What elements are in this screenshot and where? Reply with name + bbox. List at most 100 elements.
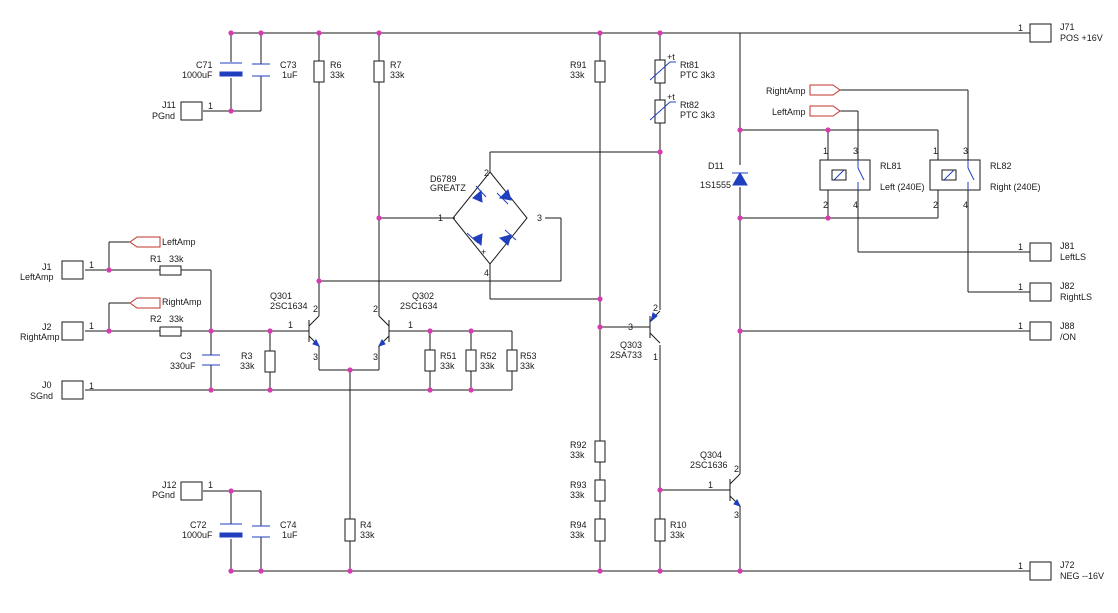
component-label: 2SC1636	[690, 460, 728, 470]
relay-rl82: RL82 Right (240E) 1 3 2 4	[929, 146, 1041, 210]
component-label: 33k	[670, 530, 685, 540]
component-label: 2	[313, 304, 318, 314]
transistor-q303: Q303 2SA733 3 2 1	[610, 303, 661, 362]
component-label: R7	[390, 60, 402, 70]
component-label: C72	[190, 520, 207, 530]
component-label: RL81	[880, 161, 902, 171]
component-label: 33k	[570, 530, 585, 540]
diode-d11: D11 1S1555	[700, 161, 748, 190]
connector-ref: J71	[1060, 22, 1075, 32]
component-label: 2	[933, 200, 938, 210]
connector-j12: 1 J12 PGnd	[152, 480, 213, 501]
component-label: D11	[708, 161, 724, 171]
connector-j71: 1 J71 POS +16V	[1018, 22, 1103, 43]
component-label: 3	[628, 322, 633, 332]
connector-name: PGnd	[152, 490, 175, 500]
resistor-r91: R91 33k	[570, 60, 606, 83]
component-label: +	[481, 247, 486, 257]
component-label: 1	[653, 352, 658, 362]
capacitor-c73: C73 1uF	[252, 60, 298, 80]
component-label: 1000uF	[182, 530, 213, 540]
connector-name: LeftLS	[1060, 252, 1086, 262]
flag-rightamp-relay: RightAmp	[766, 84, 841, 96]
component-label: 33k	[480, 361, 495, 371]
pin-label: 1	[89, 381, 94, 391]
component-label: +t	[667, 92, 675, 102]
component-label: D6789	[430, 174, 457, 184]
resistor-r2: R2 33k	[150, 314, 184, 337]
resistor-r10: R10 33k	[654, 518, 687, 542]
pin-label: 1	[1018, 242, 1023, 252]
component-label: Q302	[412, 291, 434, 301]
component-label: R3	[241, 351, 253, 361]
capacitor-c71: C71 1000uF	[182, 60, 243, 80]
component-label: 2	[734, 464, 739, 474]
pin-label: 1	[1018, 321, 1023, 331]
pin-label: 1	[89, 321, 94, 331]
pin-label: 1	[89, 260, 94, 270]
connector-ref: J81	[1060, 241, 1075, 251]
connector-name: /ON	[1060, 332, 1076, 342]
component-label: 1	[438, 213, 443, 223]
component-label: 3	[853, 146, 858, 156]
component-label: 1000uF	[182, 70, 213, 80]
component-label: 33k	[570, 70, 585, 80]
component-label: RightAmp	[162, 297, 202, 307]
resistor-r53: R53 33k	[506, 349, 537, 372]
connector-ref: J11	[162, 100, 176, 110]
component-label: R4	[360, 520, 372, 530]
component-label: R91	[570, 60, 587, 70]
connector-ref: J88	[1060, 321, 1075, 331]
component-label: LeftAmp	[162, 237, 196, 247]
component-label: 33k	[440, 361, 455, 371]
component-label: C71	[196, 60, 213, 70]
component-label: R2	[150, 314, 162, 324]
component-label: 330uF	[170, 361, 196, 371]
flag-rightamp-input: RightAmp	[129, 297, 202, 309]
component-label: Rt82	[680, 100, 699, 110]
pin-label: 1	[208, 480, 213, 490]
component-label: +t	[667, 52, 675, 62]
relay-rl81: RL81 Left (240E) 1 3 2 4	[819, 146, 925, 210]
connector-name: SGnd	[30, 391, 53, 401]
component-label: R93	[570, 480, 587, 490]
component-label: 2SA733	[610, 350, 642, 360]
component-label: R6	[330, 60, 342, 70]
component-label: 2SC1634	[270, 301, 308, 311]
resistor-r3: R3 33k	[240, 350, 276, 373]
component-label: 33k	[360, 530, 375, 540]
component-label: PTC 3k3	[680, 70, 715, 80]
component-label: 33k	[169, 254, 184, 264]
component-label: 33k	[570, 450, 585, 460]
component-label: LeftAmp	[772, 107, 806, 117]
component-label: C3	[180, 351, 192, 361]
component-label: 2	[823, 200, 828, 210]
thermistor-rt82: +t Rt82 PTC 3k3	[649, 92, 715, 124]
pin-label: 1	[1018, 561, 1023, 571]
component-label: Q301	[270, 291, 292, 301]
transistor-q301: Q301 2SC1634 1 2 3	[270, 291, 320, 362]
connector-ref: J0	[42, 380, 52, 390]
resistor-r94: R94 33k	[570, 518, 606, 542]
component-label: Q303	[620, 340, 642, 350]
component-label: 1S1555	[700, 180, 731, 190]
connector-j72: 1 J72 NEG --16V	[1018, 560, 1104, 581]
component-label: 4	[853, 200, 858, 210]
capacitor-c3: C3 330uF	[170, 351, 220, 371]
component-label: 1	[823, 146, 828, 156]
component-label: Rt81	[680, 60, 699, 70]
resistor-r1: R1 33k	[150, 254, 184, 276]
component-label: RL82	[990, 161, 1012, 171]
component-label: Q304	[700, 450, 722, 460]
thermistor-rt81: +t Rt81 PTC 3k3	[649, 52, 715, 84]
connector-ref: J2	[42, 322, 52, 332]
component-label: 2SC1634	[400, 301, 438, 311]
component-label: 33k	[169, 314, 184, 324]
connector-j0: 1 J0 SGnd	[30, 380, 94, 401]
capacitor-c74: C74 1uF	[252, 520, 298, 540]
component-label: RightAmp	[766, 86, 806, 96]
connector-name: NEG --16V	[1060, 571, 1104, 581]
component-label: Left (240E)	[880, 182, 925, 192]
component-label: 3	[537, 213, 542, 223]
resistor-r4: R4 33k	[344, 518, 375, 542]
